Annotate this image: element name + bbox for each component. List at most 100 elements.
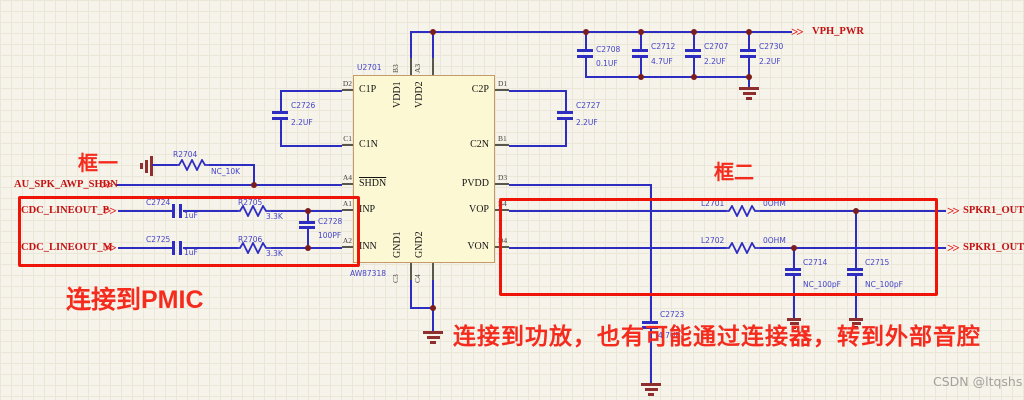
pin-des: A2 (342, 236, 352, 245)
wire (280, 90, 282, 111)
value-l2702: 0OHM (763, 236, 786, 245)
capacitor-c2708 (577, 49, 593, 52)
ref-c2726: C2726 (291, 101, 316, 110)
annotation-box1 (18, 196, 360, 267)
junction-dot (853, 208, 859, 214)
pin-stub (432, 58, 434, 75)
junction-dot (430, 305, 436, 311)
pin-stub (495, 89, 509, 91)
wire (748, 31, 750, 49)
wire (183, 210, 238, 212)
resistor-r2706 (236, 242, 272, 254)
ref-r2705: R2705 (238, 198, 263, 207)
value-c2728: 100PF (318, 231, 342, 240)
wire (280, 120, 282, 145)
ref-c2723: C2723 (660, 310, 685, 319)
wire (209, 164, 255, 166)
capacitor-c2724 (179, 204, 182, 218)
wire (565, 90, 567, 111)
resistor-l2701 (725, 205, 761, 217)
pin-des: C3 (391, 274, 400, 283)
pin-des: B1 (498, 134, 507, 143)
ref-c2727: C2727 (576, 101, 601, 110)
wire (793, 276, 795, 318)
junction-dot (583, 29, 589, 35)
pin-stub (432, 263, 434, 280)
pin-stub (410, 58, 412, 75)
ref-l2702: L2702 (701, 236, 725, 245)
value-c2724: 1uF (184, 211, 198, 220)
ref-c2715: C2715 (865, 258, 890, 267)
capacitor-c2726 (272, 111, 288, 114)
port-arrow-icon: >> (101, 177, 114, 192)
capacitor-c2723 (642, 326, 658, 329)
pin-des: C1 (343, 134, 352, 143)
junction-dot (638, 74, 644, 80)
ref-c2708: C2708 (596, 45, 621, 54)
capacitor-c2730 (740, 55, 756, 58)
value-l2701: 0OHM (763, 199, 786, 208)
capacitor-c2715 (847, 268, 863, 271)
capacitor-c2724 (172, 204, 175, 218)
pin-stub (495, 246, 509, 248)
wire (585, 58, 587, 76)
junction-dot (746, 74, 752, 80)
ref-r2706: R2706 (238, 235, 263, 244)
pin-des: A1 (342, 199, 352, 208)
junction-dot (791, 245, 797, 251)
value-c2715: NC_100pF (865, 280, 903, 289)
pin-des: B4 (498, 199, 507, 208)
wire (509, 145, 567, 147)
ref-c2730: C2730 (759, 42, 784, 51)
net-port-cdc-lineout-p: CDC_LINEOUT_P (21, 205, 110, 216)
pmic-note: 连接到PMIC (66, 286, 204, 314)
wire (410, 307, 434, 309)
ref-l2701: L2701 (701, 199, 725, 208)
value-c2726: 2.2UF (291, 118, 313, 127)
pin-stub (342, 183, 354, 185)
ref-c2724: C2724 (146, 198, 171, 207)
ref-r2704: R2704 (173, 150, 198, 159)
value-r2706: 3.3K (266, 249, 283, 258)
pin-des: D1 (498, 79, 508, 88)
value-c2714: NC_100pF (803, 280, 841, 289)
wire (280, 145, 342, 147)
junction-dot (691, 74, 697, 80)
pin-stub (342, 89, 354, 91)
pin-des: D4 (498, 236, 508, 245)
value-c2723: 4.7UF (658, 331, 680, 340)
wire (253, 164, 255, 185)
value-c2725: 1uF (184, 248, 198, 257)
wire (183, 247, 238, 249)
pin-des: C4 (413, 274, 422, 283)
wire (693, 58, 695, 76)
port-arrow-icon: >> (791, 24, 804, 39)
junction-dot (638, 29, 644, 35)
pin-des: D2 (342, 79, 352, 88)
resistor-r2704 (175, 159, 211, 171)
ic-u2701 (353, 75, 495, 263)
wire (693, 31, 695, 49)
pin-name-c2n: C2N (470, 139, 489, 150)
pin-name-vdd1: VDD1 (392, 81, 403, 108)
wire (855, 276, 857, 318)
capacitor-c2726 (272, 117, 288, 120)
wire (748, 76, 750, 87)
wire (410, 31, 412, 58)
wire (152, 164, 177, 166)
pin-name-gnd1: GND1 (392, 231, 403, 258)
wire (748, 58, 750, 76)
amp-note: 连接到功放，也有可能通过连接器，转到外部音腔 (453, 323, 981, 349)
wire (640, 58, 642, 76)
capacitor-c2727 (557, 111, 573, 114)
pin-name-inp: INP (359, 204, 376, 215)
wire (307, 229, 309, 248)
watermark: CSDN @ltqshs (933, 374, 1023, 389)
pin-name-vop: VOP (468, 204, 489, 215)
junction-dot (251, 182, 257, 188)
wire (760, 247, 946, 249)
pin-name-gnd2: GND2 (414, 231, 425, 258)
capacitor-c2728 (299, 221, 315, 224)
junction-dot (430, 29, 436, 35)
